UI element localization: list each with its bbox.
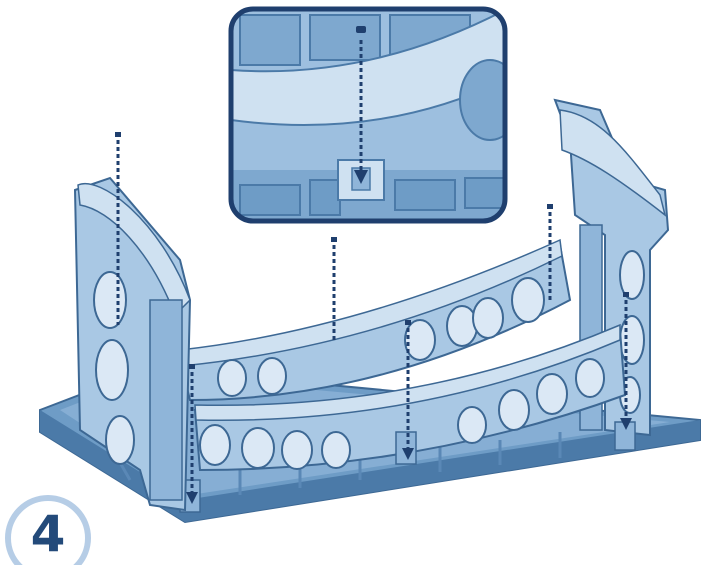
back-rail xyxy=(178,238,572,402)
arrow-down-icon xyxy=(186,418,632,504)
screw-icon xyxy=(115,132,629,369)
screw-guides xyxy=(115,132,632,504)
step-number: 4 xyxy=(30,505,66,563)
left-end-panel xyxy=(73,176,192,512)
step-badge xyxy=(5,495,91,565)
detail-inset xyxy=(228,6,508,224)
